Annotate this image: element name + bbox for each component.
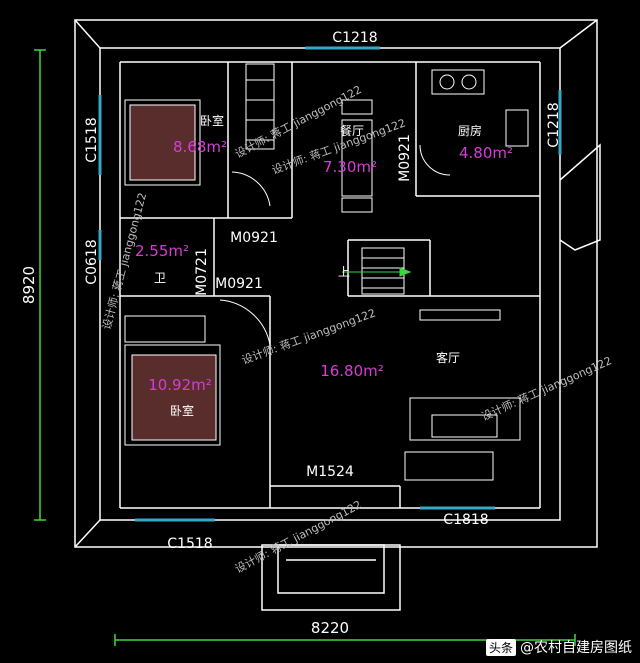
- footer-brand: 头条: [485, 638, 516, 656]
- door-bedroom-upper-label: M0921: [230, 230, 278, 246]
- outer-wall: [74, 19, 598, 548]
- window-top-label: C1218: [332, 30, 377, 46]
- room-living-area: 16.80m²: [320, 362, 384, 380]
- room-bedroom-upper-name: 卧室: [200, 113, 224, 128]
- watermark-text: 设计师: 蒋工 jianggong122: [479, 354, 613, 423]
- room-bedroom-lower-name: 卧室: [170, 403, 194, 418]
- room-dining-area: 7.30m²: [323, 158, 377, 176]
- window-kitchen-right-label: C1218: [546, 102, 562, 147]
- watermark-text: 设计师: 蒋工 jianggong122: [233, 498, 364, 576]
- watermark-text: 设计师: 蒋工 jianggong122: [100, 191, 149, 331]
- stair-up-label: 上: [338, 265, 350, 279]
- room-bedroom-upper-area: 8.68m²: [173, 138, 227, 156]
- room-bedroom-lower-area: 10.92m²: [148, 376, 212, 394]
- window-bottom-right-label: C1818: [443, 512, 488, 528]
- window-bottom-left-label: C1518: [167, 536, 212, 552]
- footer-handle: @农村自建房图纸: [520, 640, 632, 656]
- door-bath-vertical-label: M0721: [194, 248, 210, 296]
- room-bath-name: 卫: [154, 271, 166, 285]
- door-entrance-label: M1524: [306, 464, 354, 480]
- door-dining-label: M0921: [397, 134, 413, 182]
- window-left-upper-label: C1518: [84, 117, 100, 162]
- room-dining-name: 餐厅: [340, 123, 364, 138]
- room-kitchen-area: 4.80m²: [459, 144, 513, 162]
- dimension-width: 8220: [311, 619, 349, 637]
- door-bath-label: M0921: [215, 276, 263, 292]
- watermark-text: 设计师: 蒋工 jianggong122: [240, 306, 377, 366]
- room-kitchen-name: 厨房: [458, 123, 482, 138]
- room-bath-area: 2.55m²: [135, 242, 189, 260]
- room-living-name: 客厅: [436, 350, 460, 365]
- window-left-small-label: C0618: [84, 239, 100, 284]
- dimension-height: 8920: [20, 266, 38, 304]
- footer-attribution: 头条 @农村自建房图纸: [485, 637, 632, 657]
